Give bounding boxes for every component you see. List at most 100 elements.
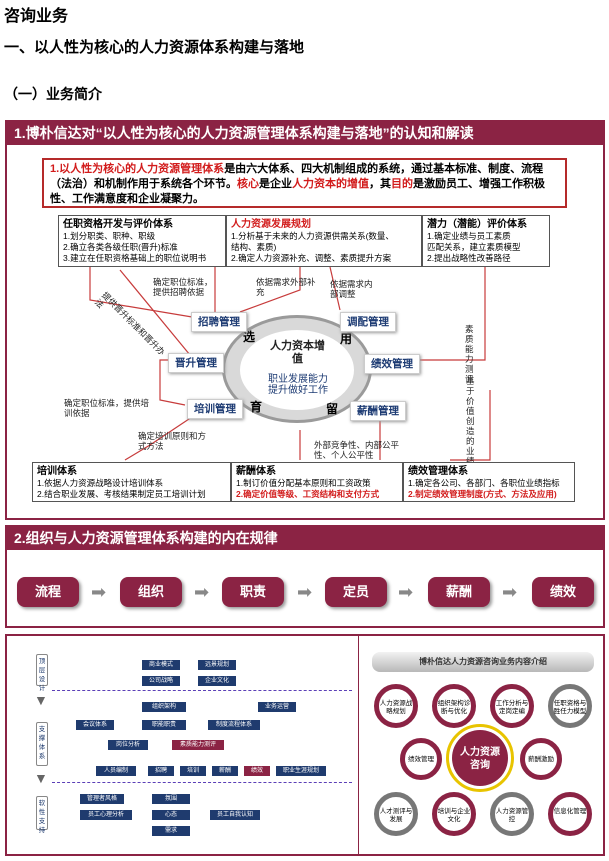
service-job-analysis: 工作分析与定岗定编: [490, 684, 534, 728]
box-title: 人力资源发展规划: [231, 219, 311, 230]
arrow-right-icon: ➡: [398, 582, 414, 602]
block-operations: 业务运营: [258, 702, 296, 712]
box-line: 1.确定各公司、各部门、各职位业绩指标: [408, 478, 560, 488]
service-label: 信息化管理: [553, 808, 587, 815]
node-performance: 绩效管理: [364, 354, 420, 374]
box-title: 培训体系: [37, 466, 77, 477]
box-performance-system: 绩效管理体系 1.确定各公司、各部门、各职位业绩指标 2.制定绩效管理制度(方式…: [403, 462, 575, 502]
cycle-inner: [240, 330, 354, 410]
service-label: 组织架构诊断与优化: [437, 700, 471, 715]
service-label: 绩效管理: [408, 756, 434, 763]
core-statement: 1.以人性为核心的人力资源管理体系是由六大体系、四大机制组成的系统，通过基本标准…: [42, 158, 567, 208]
label-training-principles: 确定培训原则和方式方法: [138, 431, 207, 451]
section-intro: （一）业务简介: [4, 86, 102, 102]
box-line: 1.分析基于未来的人力资源供需关系(数量、: [231, 231, 394, 241]
block-career: 职业生涯规划: [276, 766, 326, 776]
block-culture: 企业文化: [198, 676, 236, 686]
block-atmosphere: 氛围: [152, 794, 190, 804]
step-process: 流程: [17, 577, 79, 607]
statement-red1: 1.以人性为核心的人力资源管理体系: [50, 163, 225, 175]
step-responsibility: 职责: [222, 577, 284, 607]
arrow-down-icon: ▼: [34, 692, 48, 708]
left-diagram: 顶层设计 ▼ 支撑体系 ▼ 软性支持 商业模式 远景规划 公司战略 企业文化 组…: [12, 640, 352, 850]
box-title: 任职资格开发与评价体系: [63, 219, 173, 230]
box-title: 潜力（潜能）评价体系: [427, 219, 527, 230]
layer-label-top: 顶层设计: [36, 654, 48, 692]
box-line: 2.结合职业发展、考核结果制定员工培训计划: [37, 489, 206, 499]
node-promotion: 晋升管理: [168, 353, 224, 373]
block-competency: 素质能力测评: [172, 740, 224, 750]
box-line: 1.划分职类、职种、职级: [63, 231, 156, 241]
step-organization: 组织: [120, 577, 182, 607]
service-org-diagnosis: 组织架构诊断与优化: [432, 684, 476, 728]
service-qualification: 任职资格与胜任力模型: [548, 684, 592, 728]
cycle-center-mid: 职业发展能力提升做好工作: [268, 374, 328, 396]
block-business-model: 商业模式: [142, 660, 180, 670]
arrow-right-icon: ➡: [194, 582, 210, 602]
cycle-char-nurture: 育: [250, 400, 263, 414]
statement-c: ，其: [369, 178, 391, 190]
block-self-awareness: 员工自我认知: [210, 810, 260, 820]
page-heading: 咨询业务: [4, 8, 69, 25]
label-position-standard-recruit: 确定职位标准，提供招聘依据: [153, 277, 213, 297]
cycle-center-top: 人力资本增值: [270, 340, 325, 365]
service-label: 人力资源战略规划: [379, 700, 413, 715]
block-vision: 远景规划: [198, 660, 236, 670]
page-subheading: 一、以人性为核心的人力资源体系构建与落地: [4, 39, 305, 56]
section2-title: 2.组织与人力资源管理体系构建的内在规律: [6, 526, 604, 550]
block-recruit: 招聘: [148, 766, 174, 776]
box-salary-system: 薪酬体系 1.制订价值分配基本原则和工资政策 2.确定价值等级、工资结构和支付方…: [231, 462, 403, 502]
label-external-supplement: 依据需求外部补充: [256, 277, 316, 297]
label-fairness: 外部竞争性、内部公平性、个人公平性: [314, 440, 400, 460]
arrow-right-icon: ➡: [91, 582, 107, 602]
service-performance: 绩效管理: [400, 738, 442, 780]
node-compensation: 薪酬管理: [350, 401, 406, 421]
step-performance: 绩效: [532, 577, 594, 607]
statement-red4: 目的: [391, 178, 413, 190]
block-psychology: 员工心理分析: [80, 810, 132, 820]
dashed-line: [52, 782, 352, 783]
layer-label-support: 支撑体系: [36, 722, 48, 766]
consulting-panel-title: 博朴信达人力资源咨询业务内容介绍: [372, 652, 594, 672]
block-headcount: 人员编制: [96, 766, 136, 776]
block-perf: 绩效: [244, 766, 270, 776]
service-label: 培训与企业文化: [437, 808, 471, 823]
box-line: 3.建立在任职资格基础上的职位说明书: [63, 253, 207, 263]
block-pay: 薪酬: [212, 766, 238, 776]
statement-a: 是由六大体系、四大机制组成的系统，通过基本标准、制度、流程（法治）和机制作用于系…: [50, 163, 544, 190]
section3-divider: [358, 636, 359, 854]
block-meetings: 会议体系: [76, 720, 114, 730]
block-manager-style: 管理者风格: [80, 794, 124, 804]
box-line: 1.依据人力资源战略设计培训体系: [37, 478, 164, 488]
arrow-down-icon: ▼: [34, 770, 48, 786]
statement-red3: 人力资本的增值: [292, 178, 369, 190]
node-recruitment: 招聘管理: [191, 312, 247, 332]
box-potential: 潜力（潜能）评价体系 1.确定业绩与员工素质 匹配关系，建立素质模型 2.提出战…: [422, 215, 550, 267]
arrow-right-icon: ➡: [502, 582, 518, 602]
service-label: 薪酬激励: [528, 756, 554, 763]
service-control: 人力资源管控: [490, 792, 534, 836]
service-label: 工作分析与定岗定编: [495, 700, 529, 715]
consulting-hub: 人力资源咨询: [452, 730, 508, 786]
dashed-line: [52, 690, 352, 691]
block-org-structure: 组织架构: [142, 702, 186, 712]
label-position-standard-train: 确定职位标准，提供培训依据: [64, 398, 150, 418]
block-train: 培训: [180, 766, 206, 776]
box-title: 绩效管理体系: [408, 466, 468, 477]
step-staffing: 定员: [325, 577, 387, 607]
block-rules: 制度流程体系: [208, 720, 260, 730]
block-needs: 需求: [152, 826, 190, 836]
box-line: 2.确立各类各级任职(晋升)标准: [63, 242, 178, 252]
block-mindset: 心态: [152, 810, 190, 820]
cycle-char-use: 用: [340, 332, 353, 346]
layer-label-soft: 软性支持: [36, 796, 48, 834]
label-competency-test: 素质能力测评: [465, 324, 474, 384]
box-qualification: 任职资格开发与评价体系 1.划分职类、职种、职级 2.确立各类各级任职(晋升)标…: [58, 215, 226, 267]
service-hr-strategy: 人力资源战略规划: [374, 684, 418, 728]
block-functions: 职能职责: [142, 720, 186, 730]
box-line: 2.制定绩效管理制度(方式、方法及应用): [408, 489, 557, 499]
service-incentive: 薪酬激励: [520, 738, 562, 780]
service-it: 信息化管理: [548, 792, 592, 836]
box-hr-plan: 人力资源发展规划 1.分析基于未来的人力资源供需关系(数量、 结构、素质) 2.…: [226, 215, 422, 267]
